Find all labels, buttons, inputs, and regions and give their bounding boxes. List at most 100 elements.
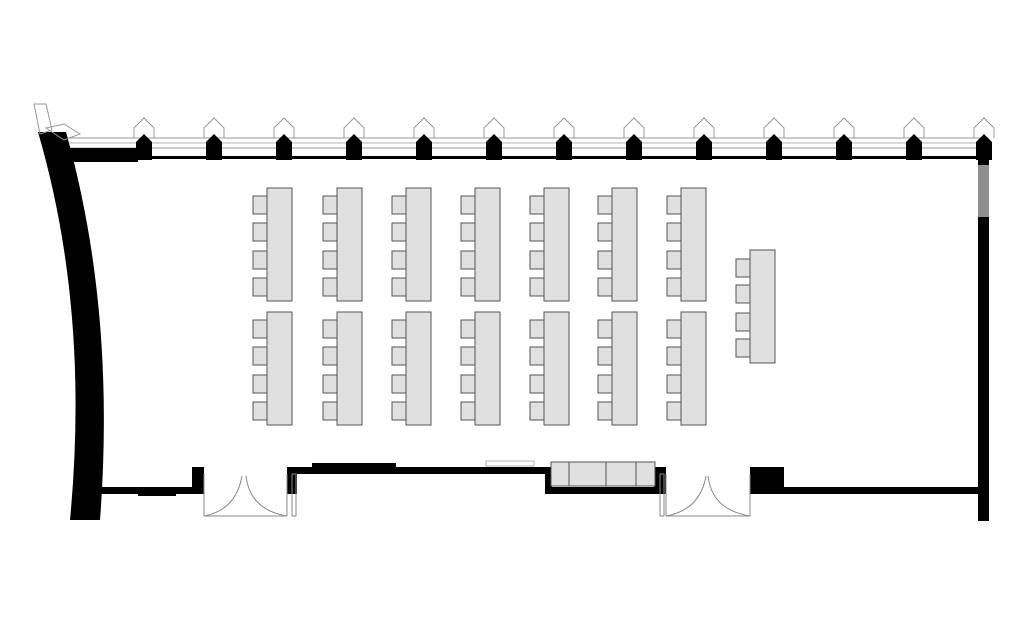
table-top [405,311,432,426]
chair [597,346,613,366]
wall-left-curved [33,103,104,520]
window-pillar [413,117,435,160]
classroom-table [597,311,638,426]
classroom-table [529,187,570,302]
classroom-table [252,311,293,426]
buffet-counter [550,461,656,487]
chair [666,346,682,366]
chair [391,250,407,270]
chair [460,250,476,270]
chair [460,346,476,366]
chair [735,312,751,332]
table-top [474,187,501,302]
chair [460,319,476,339]
classroom-table [666,187,707,302]
chair [666,277,682,297]
window-pillar [763,117,785,160]
chair [252,277,268,297]
chair [391,401,407,421]
chair [252,195,268,215]
chair [529,319,545,339]
window-pillar [833,117,855,160]
chair [391,346,407,366]
window-pillars [133,117,995,160]
classroom-table [460,311,501,426]
classroom-table [252,187,293,302]
chair [597,374,613,394]
classroom-table [391,311,432,426]
chair [460,222,476,242]
chair [529,195,545,215]
table-top [474,311,501,426]
chair [529,374,545,394]
classroom-table [391,187,432,302]
window-pillar [273,117,295,160]
chair [460,374,476,394]
chair [322,277,338,297]
chair [322,250,338,270]
classroom-table [597,187,638,302]
chair [529,277,545,297]
chair [252,222,268,242]
wall-niche-outline [485,460,535,467]
chair [597,195,613,215]
chair [322,401,338,421]
table-top [611,311,638,426]
classroom-table [666,311,707,426]
chair [322,195,338,215]
chair [252,250,268,270]
classroom-table [529,311,570,426]
chair [391,374,407,394]
door-left [203,473,297,517]
chair [460,195,476,215]
table-top [680,311,707,426]
classroom-table [460,187,501,302]
classroom-table [322,187,363,302]
window-pillar [133,117,155,160]
window-pillar [483,117,505,160]
chair [735,258,751,278]
table-top [336,187,363,302]
chair [597,277,613,297]
table-top [749,249,776,364]
table-top [266,311,293,426]
chair [391,277,407,297]
chair [666,222,682,242]
chair [529,346,545,366]
window-pillar [343,117,365,160]
classroom-tables [252,187,707,426]
head-table [735,249,776,364]
chair [391,222,407,242]
table-top [336,311,363,426]
table-top [266,187,293,302]
table-top [543,187,570,302]
chair [597,401,613,421]
window-pillar [623,117,645,160]
table-top [680,187,707,302]
chair [252,401,268,421]
window-pillar [553,117,575,160]
chair [735,284,751,304]
window-pillar [203,117,225,160]
window-pillar [693,117,715,160]
chair [252,346,268,366]
chair [322,319,338,339]
chair [252,374,268,394]
chair [529,222,545,242]
chair [735,338,751,358]
chair [597,319,613,339]
chair [666,250,682,270]
chair [252,319,268,339]
chair [322,222,338,242]
window-pillar [903,117,925,160]
chair [597,250,613,270]
wall-right [978,148,989,521]
chair [391,319,407,339]
chair [322,374,338,394]
chair [666,374,682,394]
chair [391,195,407,215]
chair [597,222,613,242]
chair [529,401,545,421]
chair [666,195,682,215]
